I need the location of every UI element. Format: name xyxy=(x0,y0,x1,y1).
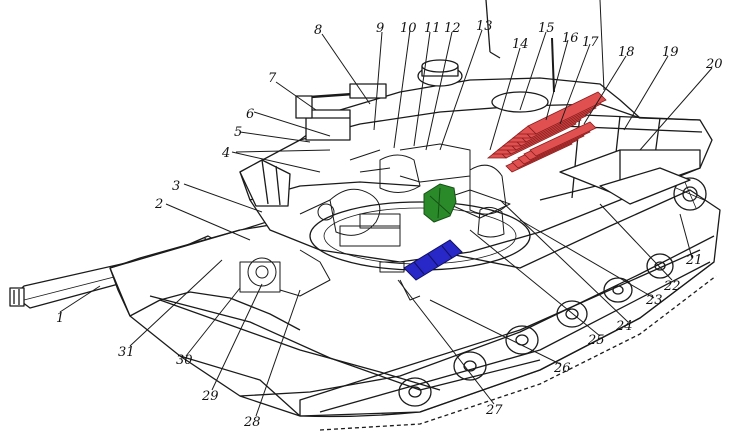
callout-label-20: 20 xyxy=(705,57,723,72)
callout-label-29: 29 xyxy=(201,389,219,404)
callout-label-30: 30 xyxy=(176,353,193,368)
callout-label-28: 28 xyxy=(243,415,261,430)
callout-label-13: 13 xyxy=(476,19,493,34)
callout-label-31: 31 xyxy=(118,345,135,360)
highlight-ammo-rack xyxy=(486,91,607,173)
ammo-round xyxy=(529,121,597,157)
callout-label-21: 21 xyxy=(685,253,703,268)
callout-label-8: 8 xyxy=(314,23,322,38)
callout-label-4: 4 xyxy=(221,146,230,161)
leader-lines xyxy=(59,29,713,417)
callout-label-26: 26 xyxy=(553,361,571,376)
callout-label-10: 10 xyxy=(400,21,417,36)
callout-label-23: 23 xyxy=(645,293,663,308)
callout-label-6: 6 xyxy=(246,107,254,122)
callout-label-22: 22 xyxy=(663,279,681,294)
callout-label-11: 11 xyxy=(424,21,441,36)
callout-label-27: 27 xyxy=(485,403,503,418)
hull xyxy=(109,189,721,417)
callout-label-15: 15 xyxy=(538,21,555,36)
callout-label-17: 17 xyxy=(582,35,599,50)
highlight-blue-component xyxy=(403,239,463,281)
callout-label-7: 7 xyxy=(268,71,277,86)
tank-drawing xyxy=(9,0,721,431)
callout-label-12: 12 xyxy=(444,21,461,36)
callout-label-18: 18 xyxy=(618,45,635,60)
callout-label-3: 3 xyxy=(172,179,180,194)
callout-label-25: 25 xyxy=(587,333,605,348)
interior-detail xyxy=(239,143,647,301)
rear-deck xyxy=(559,149,701,205)
callout-label-9: 9 xyxy=(376,21,384,36)
callout-label-14: 14 xyxy=(512,37,529,52)
ammo-round xyxy=(516,91,607,135)
callout-label-2: 2 xyxy=(154,197,163,212)
highlight-green-component xyxy=(423,183,457,223)
callout-label-19: 19 xyxy=(662,45,679,60)
callout-label-16: 16 xyxy=(562,31,579,46)
callout-labels: 1 2 3 4 5 6 7 8 9 10 11 12 13 14 15 16 1… xyxy=(56,19,723,430)
callout-label-1: 1 xyxy=(56,311,64,326)
callout-label-24: 24 xyxy=(615,319,633,334)
callout-label-5: 5 xyxy=(234,125,242,140)
running-gear xyxy=(299,177,717,431)
